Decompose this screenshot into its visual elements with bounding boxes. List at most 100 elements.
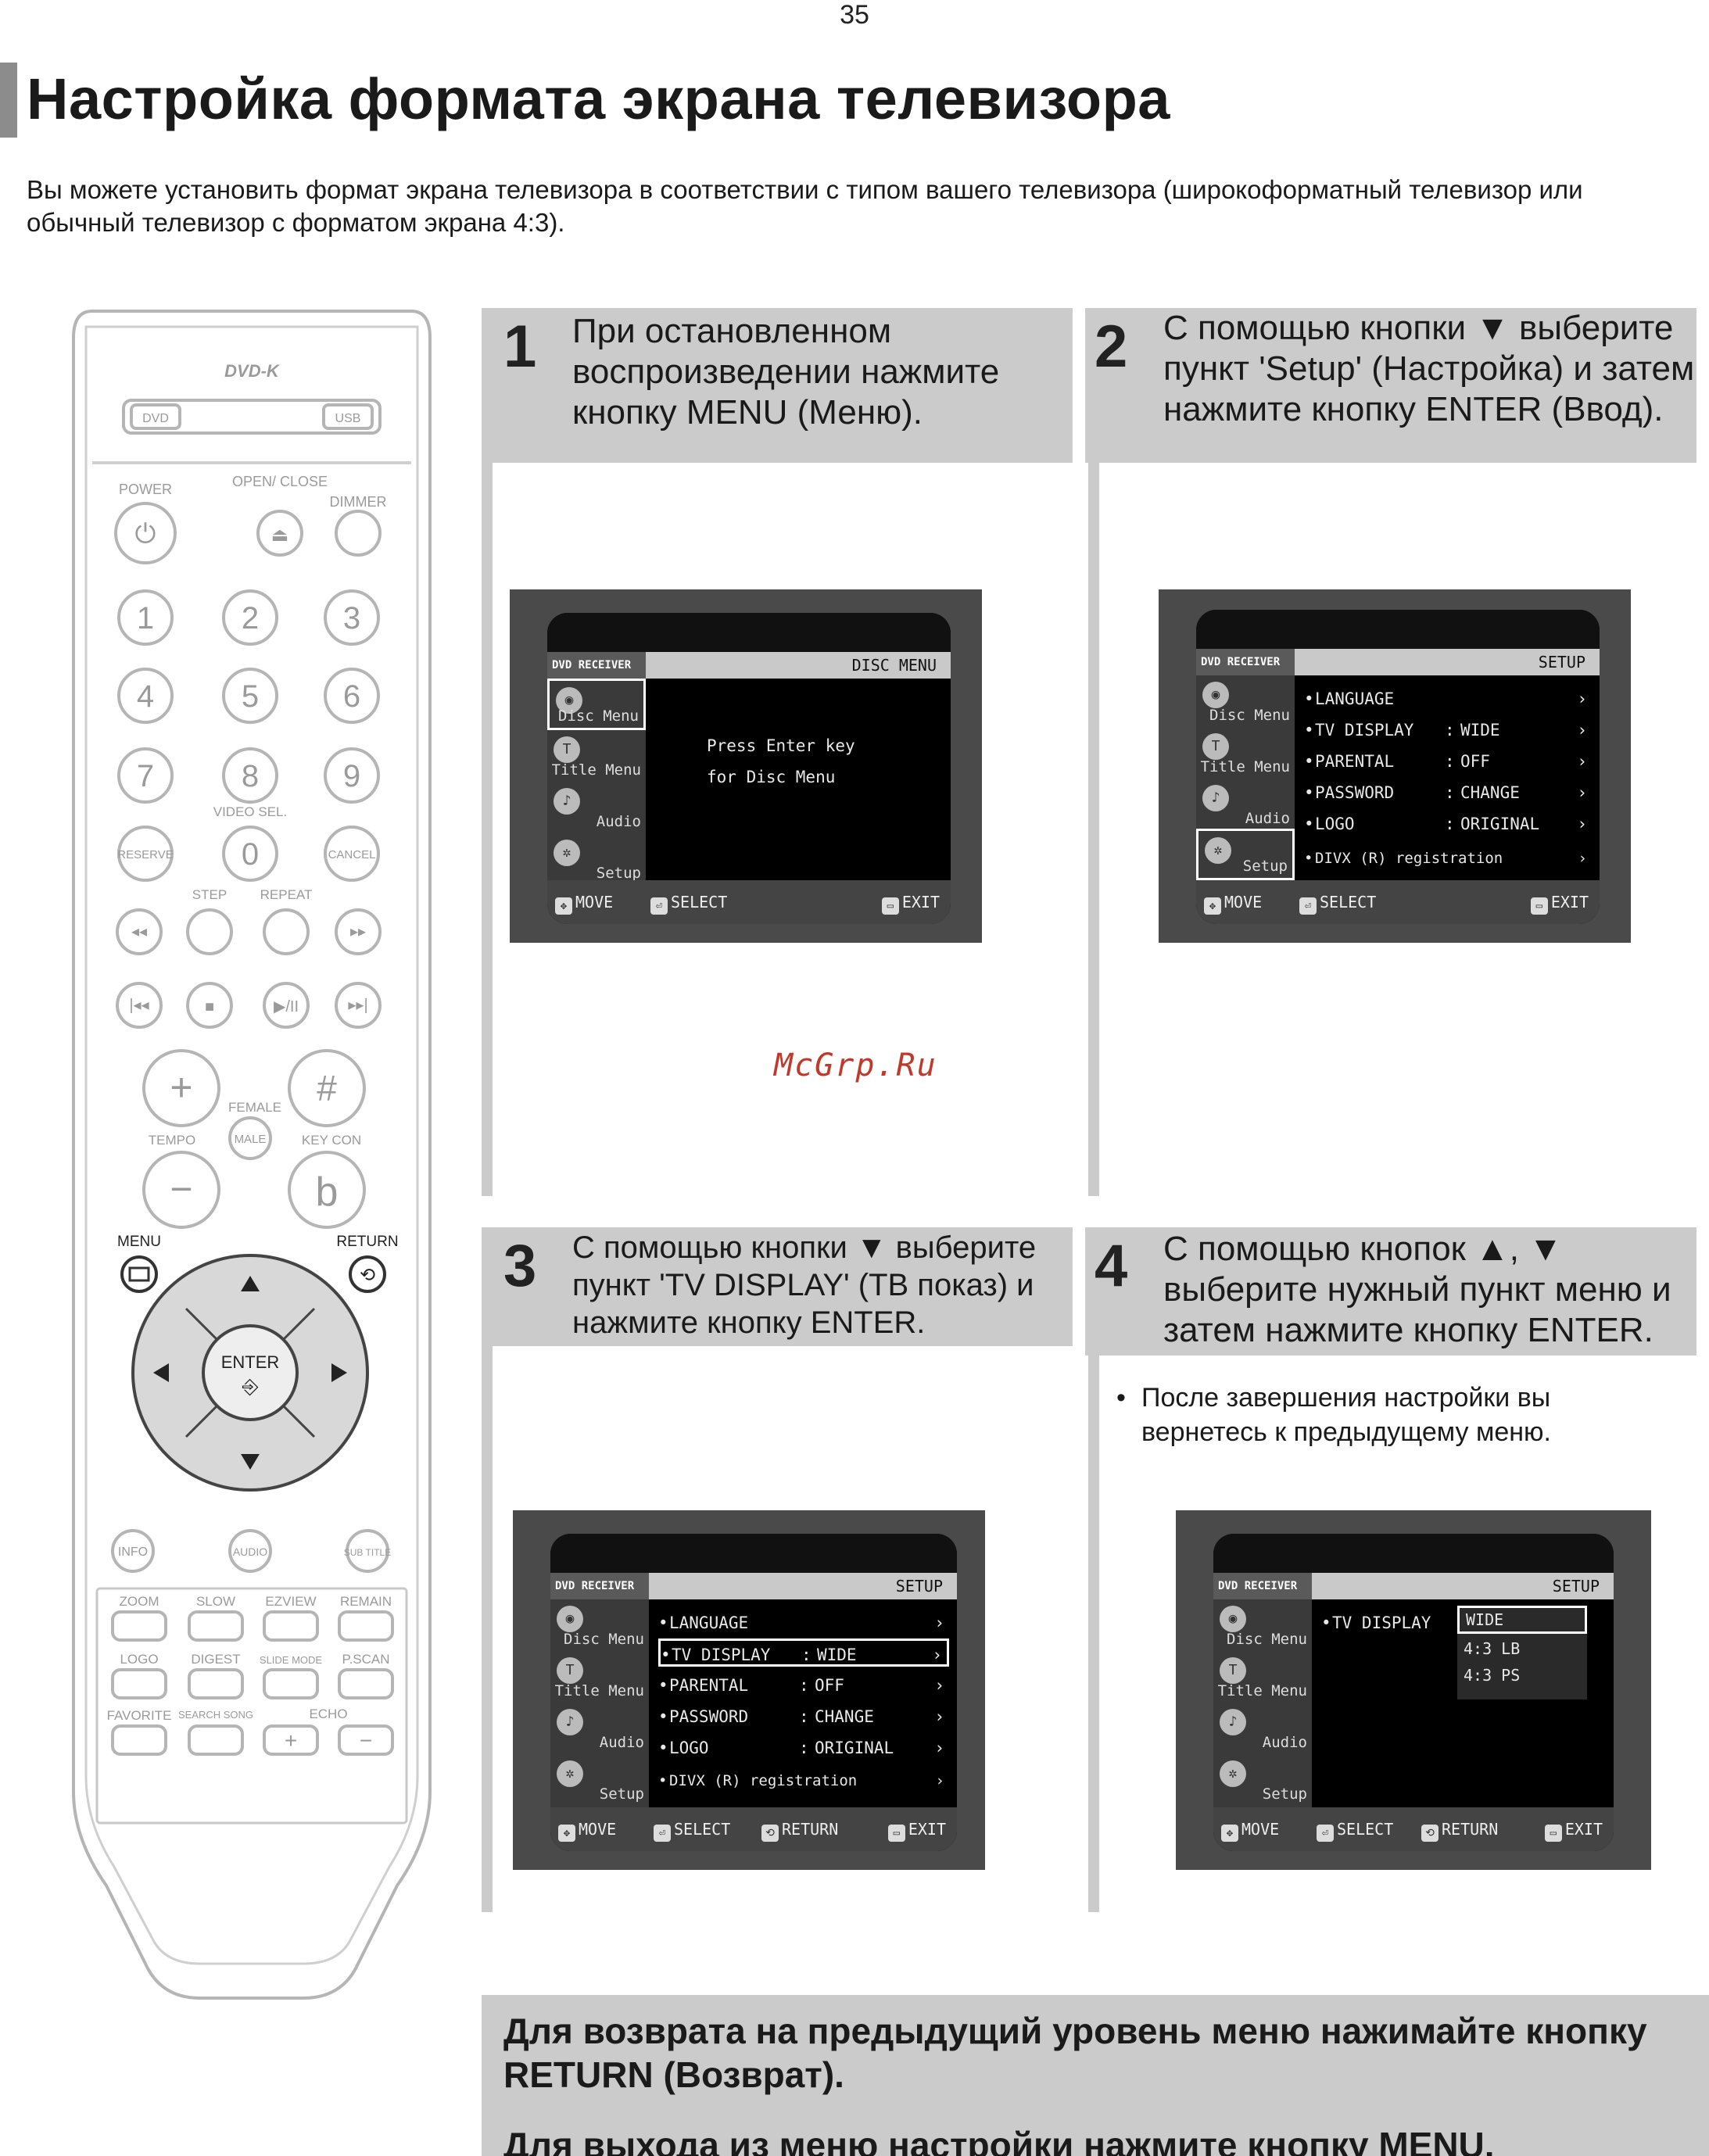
svg-text:▸▸: ▸▸ [350, 923, 366, 940]
svg-text:6: 6 [343, 679, 360, 714]
select-icon: ⏎ [650, 897, 668, 915]
move-icon: ✥ [558, 1825, 575, 1842]
move-icon: ✥ [1221, 1825, 1238, 1842]
svg-text:SEARCH SONG: SEARCH SONG [178, 1709, 253, 1721]
side-setup: ✲Setup [547, 833, 646, 885]
title-icon: T [554, 736, 580, 763]
remote-brand: DVD-K [224, 361, 281, 381]
svg-text:3: 3 [343, 601, 360, 636]
option-43-lb: 4:3 LB [1464, 1639, 1521, 1658]
svg-text:▸▸|: ▸▸| [348, 997, 367, 1014]
svg-text:DIGEST: DIGEST [191, 1652, 240, 1667]
svg-text:0: 0 [242, 837, 259, 872]
svg-text:AUDIO: AUDIO [233, 1545, 267, 1558]
svg-text:EZVIEW: EZVIEW [265, 1594, 316, 1609]
tv-display-options-list: WIDE 4:3 LB 4:3 PS [1457, 1606, 1587, 1699]
step-1-text: При остановленном воспроизведении нажмит… [572, 312, 1000, 432]
svg-text:RESERVE: RESERVE [117, 848, 173, 861]
return-icon: ⟲ [761, 1825, 779, 1842]
svg-text:SUB TITLE: SUB TITLE [344, 1547, 391, 1558]
svg-text:⏻: ⏻ [135, 519, 156, 549]
svg-text:LOGO: LOGO [120, 1652, 158, 1667]
step-3-text: С помощью кнопки ▼ выберите пункт 'TV DI… [572, 1230, 1037, 1340]
disc-icon: ◉ [1202, 682, 1229, 708]
step-3-header [482, 1227, 1073, 1346]
exit-icon: ▭ [1530, 897, 1548, 915]
svg-text:ZOOM: ZOOM [120, 1594, 159, 1609]
svg-text:ENTER: ENTER [221, 1352, 280, 1372]
svg-text:▶/II: ▶/II [274, 998, 299, 1015]
svg-text:⟲: ⟲ [360, 1265, 375, 1286]
option-43-ps: 4:3 PS [1464, 1666, 1521, 1685]
step-2-side-bar [1088, 308, 1099, 1196]
svg-text:P.SCAN: P.SCAN [342, 1652, 389, 1667]
svg-text:9: 9 [343, 759, 360, 793]
svg-text:◂◂: ◂◂ [131, 923, 147, 940]
svg-text:REPEAT: REPEAT [260, 887, 313, 902]
remote-control-illustration: DVD-K DVD USB POWER OPEN/ CLOSE DIMMER ⏻… [69, 306, 435, 2003]
step-4-bullet: • После завершения настройки вы вернетес… [1116, 1383, 1551, 1447]
step-3-number: 3 [503, 1233, 537, 1299]
title-icon: T [1202, 733, 1229, 760]
step-4-header [1085, 1227, 1696, 1356]
svg-text:CANCEL: CANCEL [328, 848, 376, 861]
option-wide-selected: WIDE [1457, 1606, 1587, 1634]
svg-text:4: 4 [137, 679, 154, 714]
select-icon: ⏎ [654, 1825, 671, 1842]
title-icon: T [1220, 1657, 1246, 1684]
step-4-side-bar [1088, 1227, 1099, 1912]
gear-icon: ✲ [1205, 837, 1231, 864]
move-icon: ✥ [1204, 897, 1221, 915]
svg-text:KEY CON: KEY CON [302, 1133, 361, 1148]
svg-text:STEP: STEP [192, 887, 227, 902]
svg-text:8: 8 [242, 759, 259, 793]
side-audio: ♪Audio [547, 782, 646, 833]
exit-icon: ▭ [887, 1825, 905, 1842]
svg-text:|◂◂: |◂◂ [129, 997, 149, 1014]
bottom-note: Для возврата на предыдущий уровень меню … [482, 1995, 1709, 2156]
speaker-icon: ♪ [554, 788, 580, 815]
step-2-text: С помощью кнопки ▼ выберите пункт 'Setup… [1163, 309, 1695, 428]
speaker-icon: ♪ [1202, 785, 1229, 811]
step-2-header [1085, 308, 1696, 463]
svg-text:DIMMER: DIMMER [330, 494, 387, 510]
note-return: Для возврата на предыдущий уровень меню … [503, 2011, 1647, 2095]
side-disc-menu: ◉Disc Menu [547, 679, 646, 730]
svg-text:−: − [170, 1167, 192, 1211]
move-icon: ✥ [555, 897, 572, 915]
exit-icon: ▭ [1544, 1825, 1562, 1842]
svg-text:b: b [316, 1169, 339, 1215]
select-icon: ⏎ [1299, 897, 1317, 915]
title-accent-bar [0, 63, 17, 138]
step-1-side-bar [482, 308, 493, 1196]
step-4-text: С помощью кнопок ▲, ▼ выберите нужный пу… [1163, 1230, 1671, 1349]
svg-text:SLOW: SLOW [196, 1594, 235, 1609]
watermark: McGrp.Ru [774, 1048, 937, 1083]
svg-text:5: 5 [242, 679, 259, 714]
screen-1-line-1: Press Enter key [707, 736, 855, 755]
svg-text:MENU: MENU [117, 1234, 161, 1250]
intro-paragraph: Вы можете установить формат экрана телев… [27, 175, 1583, 237]
step-4-number: 4 [1095, 1233, 1128, 1299]
disc-icon: ◉ [556, 687, 582, 714]
exit-icon: ▭ [881, 897, 899, 915]
disc-icon: ◉ [557, 1606, 583, 1632]
svg-text:7: 7 [137, 759, 154, 793]
speaker-icon: ♪ [557, 1709, 583, 1735]
note-exit: Для выхода из меню настройки нажмите кно… [503, 2125, 1495, 2156]
speaker-icon: ♪ [1220, 1709, 1246, 1735]
gear-icon: ✲ [554, 840, 580, 866]
svg-text:#: # [317, 1068, 337, 1108]
screen-1-line-2: for Disc Menu [707, 768, 836, 786]
svg-text:ECHO: ECHO [309, 1707, 347, 1721]
tv-display-row-highlighted: •TV DISPLAY:WIDE› [658, 1638, 949, 1667]
svg-text:DVD: DVD [142, 412, 169, 425]
svg-text:TEMPO: TEMPO [149, 1133, 195, 1148]
return-icon: ⟲ [1421, 1825, 1438, 1842]
side-setup-selected: ✲Setup [1196, 829, 1295, 880]
step-3-side-bar [482, 1227, 493, 1912]
